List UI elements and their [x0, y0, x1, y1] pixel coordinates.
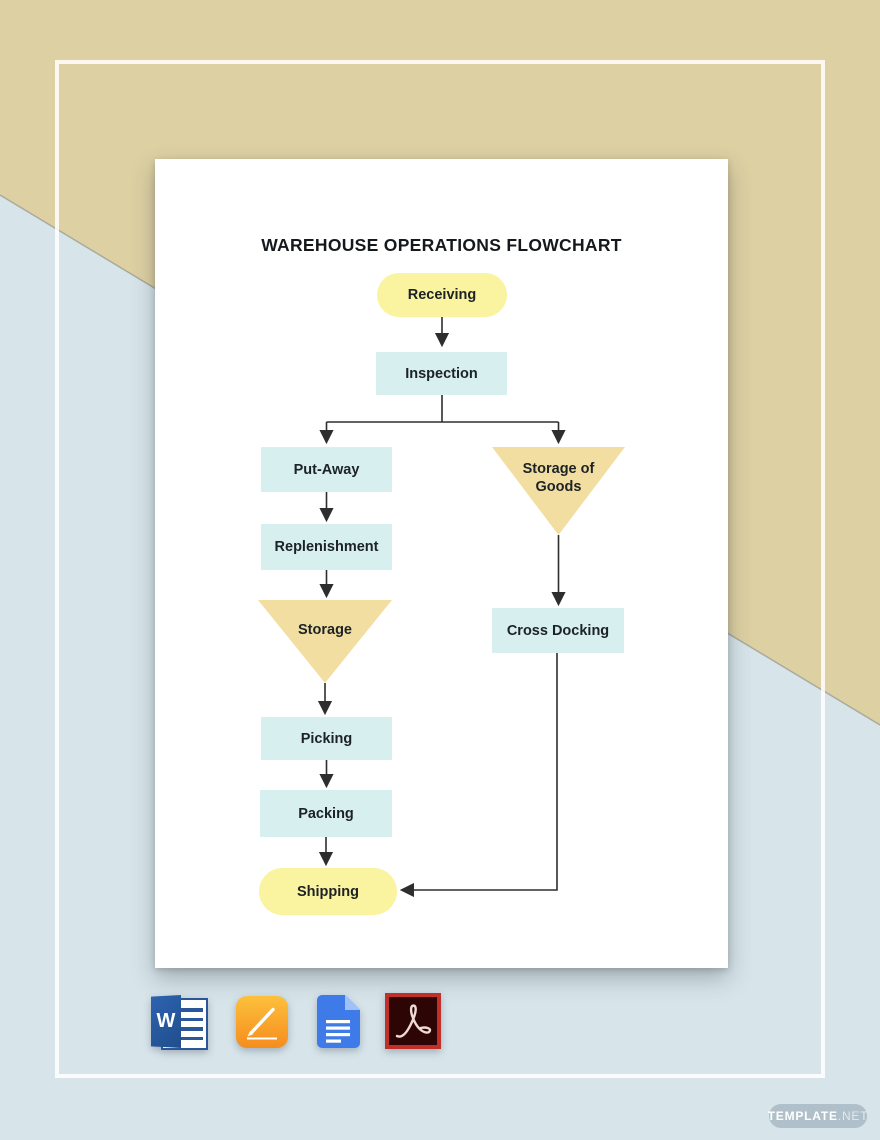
flow-node-picking: Picking [261, 717, 392, 760]
word-cover-shape: W [151, 995, 181, 1048]
node-label: Storage [298, 622, 352, 638]
acrobat-a-glyph [385, 993, 441, 1049]
pages-icon[interactable] [236, 996, 288, 1048]
flow-node-packing: Packing [260, 790, 392, 837]
node-label: Receiving [407, 287, 477, 303]
google-docs-icon[interactable] [317, 995, 360, 1048]
brand-badge-bold: TEMPLATE [767, 1109, 838, 1123]
flow-node-inspection: Inspection [376, 352, 507, 395]
brand-badge: TEMPLATE.NET [767, 1104, 869, 1128]
node-label: Packing [298, 805, 354, 822]
flow-node-shipping: Shipping [259, 868, 397, 915]
brand-badge-light: .NET [837, 1109, 869, 1123]
decor-frame-border [55, 60, 825, 1078]
document-page: WAREHOUSE OPERATIONS FLOWCHART Receiving… [155, 159, 728, 968]
pages-pen-glyph [236, 996, 288, 1048]
node-label: Storage of Goods [522, 461, 595, 496]
node-label: Shipping [296, 883, 359, 900]
node-label: Replenishment [274, 539, 379, 555]
word-letter: W [156, 1010, 176, 1032]
node-label: Inspection [405, 365, 478, 382]
flow-node-put-away: Put-Away [261, 447, 392, 492]
node-label: Picking [300, 730, 353, 747]
node-label: Cross Docking [506, 622, 610, 639]
node-label: Put-Away [293, 461, 360, 478]
flow-node-receiving: Receiving [377, 273, 507, 317]
word-icon[interactable]: W [151, 995, 208, 1050]
flow-connectors [317, 317, 566, 898]
acrobat-icon[interactable] [385, 993, 441, 1049]
docs-document-glyph [317, 995, 360, 1048]
flow-node-replenishment: Replenishment [261, 524, 392, 570]
page-title: WAREHOUSE OPERATIONS FLOWCHART [261, 235, 622, 255]
flow-node-cross-docking: Cross Docking [492, 608, 624, 653]
edge-crossdocking-shipping [399, 653, 558, 898]
